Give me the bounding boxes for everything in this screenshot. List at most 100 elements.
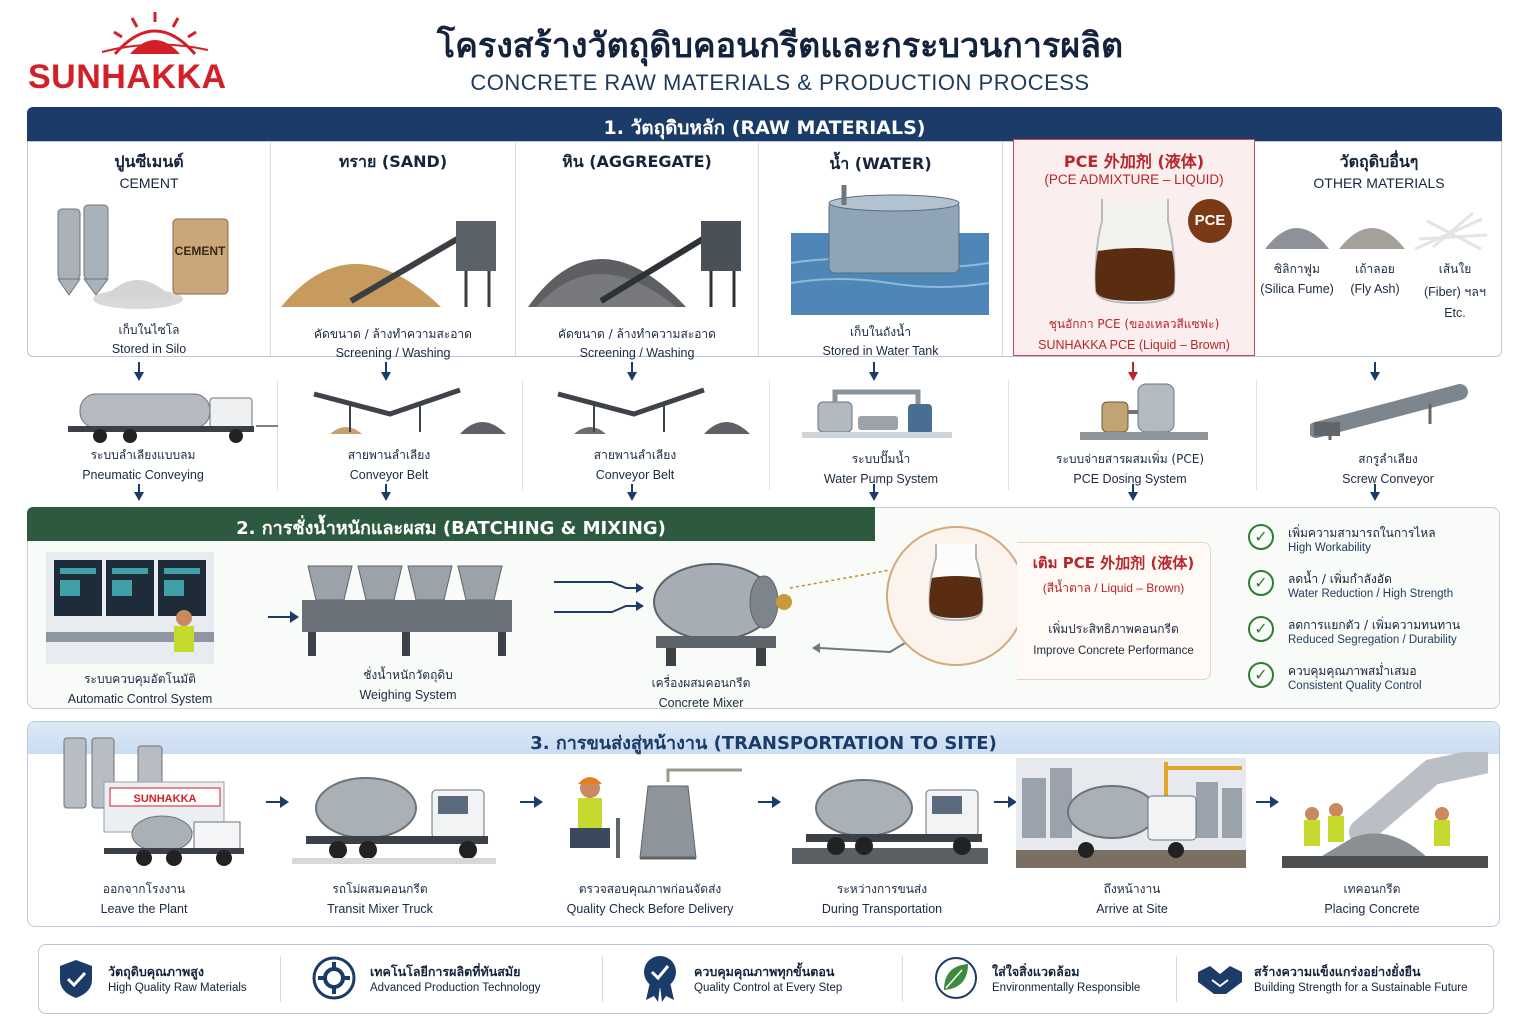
screw-conveyor-illustration (1310, 384, 1468, 440)
material-sand: ทราย (SAND) คัดขนาด / ล้างทำความสะอาด Sc… (271, 142, 516, 360)
other-name-en: (Fly Ash) (1350, 282, 1400, 296)
footer-value-title: ควบคุมคุณภาพทุกขั้นตอน (694, 964, 835, 979)
footer-value-title: วัตถุดิบคุณภาพสูง (108, 964, 204, 979)
benefit-text: ลดน้ำ / เพิ่มกำลังอัด (1288, 572, 1392, 586)
conveyor-name-en: Water Pump System (823, 472, 939, 486)
pce-dosing-illustration (1080, 383, 1208, 440)
page-title: โครงสร้างวัตถุดิบคอนกรีตและกระบวนการผลิต (436, 26, 1124, 66)
material-name-en: (PCE ADMIXTURE – LIQUID) (1044, 172, 1224, 187)
footer-values (38, 944, 1494, 1014)
step-name: รถโม่ผสมคอนกรีต (332, 882, 428, 896)
material-name: หิน (AGGREGATE) (562, 152, 712, 171)
plant-sign: SUNHAKKA (134, 793, 197, 805)
raw-materials-panel (27, 141, 1502, 357)
pce-badge: PCE (1194, 212, 1226, 229)
step-control-system: ระบบควบคุมอัตโนมัติ Automatic Control Sy… (30, 670, 250, 706)
placing-concrete-illustration (1282, 752, 1488, 868)
pce-beaker-illustration (1094, 199, 1232, 305)
conveyor-water-pump: ระบบปั๊มน้ำ Water Pump System (770, 450, 992, 486)
conveyor-name: ระบบจ่ายสารผสมเพิ่ม (PCE) (1056, 452, 1204, 466)
conveyor-belt-aggregate: สายพานลำเลียง Conveyor Belt (524, 446, 746, 482)
weighing-hoppers-illustration (302, 565, 512, 656)
leaf-icon (935, 957, 977, 999)
benefit-text-en: Water Reduction / High Strength (1288, 588, 1454, 600)
material-caption: เก็บในไซโล (118, 323, 180, 337)
conveyor-name: สายพานลำเลียง (347, 448, 431, 462)
brand-logo-text: SUNHAKKA (28, 58, 227, 96)
section2-title: 2. การชั่งน้ำหนักและผสม (BATCHING & MIXI… (27, 507, 875, 541)
benefit-item: ✓ ลดน้ำ / เพิ่มกำลังอัด Water Reduction … (1248, 568, 1498, 614)
transit-truck-illustration (792, 779, 988, 864)
conveyor-name-en: Conveyor Belt (349, 468, 429, 482)
pce-info-box: เติม PCE 外加剂 (液体) (สีน้ำตาล / Liquid – B… (1017, 542, 1211, 680)
conveyor-row: ระบบลำเลียงแบบลม Pneumatic Conveying สาย… (28, 360, 1503, 508)
benefits-list: ✓ เพิ่มความสามารถในการไหล High Workabili… (1248, 522, 1498, 706)
transport-step-transit: ระหว่างการขนส่ง During Transportation (784, 880, 980, 916)
material-caption-en: Screening / Washing (579, 346, 695, 360)
conveyor-belt-illustration (557, 387, 750, 434)
page-subtitle: CONCRETE RAW MATERIALS & PRODUCTION PROC… (470, 70, 1090, 95)
flow-arrow (280, 796, 289, 808)
benefit-item: ✓ เพิ่มความสามารถในการไหล High Workabili… (1248, 522, 1498, 568)
conveyor-name: ระบบลำเลียงแบบลม (90, 448, 196, 462)
other-fiber: เส้นใย (Fiber) ฯลฯ Etc. (1413, 260, 1497, 320)
pneumatic-truck-illustration (68, 393, 278, 443)
water-pump-illustration (802, 389, 952, 438)
section3-title: 3. การขนส่งสู่หน้างาน (TRANSPORTATION TO… (28, 722, 1499, 754)
material-name: ทราย (SAND) (338, 152, 448, 171)
footer-value-text: Building Strength for a Sustainable Futu… (1254, 982, 1468, 994)
shield-check-icon (60, 960, 92, 998)
other-name-en: (Silica Fume) (1260, 282, 1334, 296)
benefit-text: ควบคุมคุณภาพสม่ำเสมอ (1288, 664, 1417, 678)
material-other: วัตถุดิบอื่นๆ OTHER MATERIALS ซิลิกาฟูม … (1257, 142, 1501, 356)
pce-feed-line (789, 569, 910, 654)
conveyor-name: สายพานลำเลียง (593, 448, 677, 462)
benefit-item: ✓ ควบคุมคุณภาพสม่ำเสมอ Consistent Qualit… (1248, 660, 1498, 706)
transport-step-mixer-truck: รถโม่ผสมคอนกรีต Transit Mixer Truck (280, 880, 480, 916)
material-caption: เก็บในถังน้ำ (849, 325, 912, 339)
concrete-mixer-illustration (653, 563, 792, 666)
benefit-item: ✓ ลดการแยกตัว / เพิ่มความทนทาน Reduced S… (1248, 614, 1498, 660)
step-mixer: เครื่องผสมคอนกรีต Concrete Mixer (596, 674, 806, 710)
other-fly-ash: เถ้าลอย (Fly Ash) (1335, 260, 1415, 296)
other-materials-illustration (1265, 211, 1488, 251)
pce-info-text-en: Improve Concrete Performance (1033, 645, 1194, 657)
material-name-en: CEMENT (119, 175, 179, 191)
step-name: ถึงหน้างาน (1103, 882, 1161, 896)
sun-logo-icon (101, 12, 209, 55)
section1-title: 1. วัตถุดิบหลัก (RAW MATERIALS) (27, 107, 1502, 141)
step-name-en: Transit Mixer Truck (327, 902, 433, 916)
mixer-truck-illustration (292, 777, 496, 864)
flow-arrow (772, 796, 781, 808)
material-name: ปูนซีเมนต์ (114, 152, 184, 171)
footer-value-text: Quality Control at Every Step (694, 982, 843, 994)
check-icon: ✓ (1248, 616, 1274, 642)
step-name: ชั่งน้ำหนักวัตถุดิบ (363, 668, 453, 682)
material-pce-admixture: PCE 外加剂 (液体) (PCE ADMIXTURE – LIQUID) PC… (1013, 139, 1255, 356)
conveyor-screw: สกรูลำเลียง Screw Conveyor (1268, 450, 1508, 486)
step-name-en: Weighing System (359, 688, 457, 702)
transport-step-placing: เทคอนกรีต Placing Concrete (1274, 880, 1470, 916)
flow-arrow (1270, 796, 1279, 808)
step-name: ออกจากโรงงาน (102, 882, 186, 896)
transport-step-leave: ออกจากโรงงาน Leave the Plant (36, 880, 252, 916)
control-room-illustration (46, 552, 214, 664)
flow-arrow (290, 611, 299, 623)
cement-silo-illustration: CEMENT (57, 204, 229, 309)
transport-panel (27, 721, 1500, 927)
conveyor-name-en: PCE Dosing System (1073, 472, 1187, 486)
conveyor-pce-dosing: ระบบจ่ายสารผสมเพิ่ม (PCE) PCE Dosing Sys… (1010, 450, 1250, 486)
transport-step-quality: ตรวจสอบคุณภาพก่อนจัดส่ง Quality Check Be… (530, 880, 770, 916)
other-etc: Etc. (1444, 306, 1466, 320)
conveyor-pneumatic: ระบบลำเลียงแบบลม Pneumatic Conveying (28, 446, 258, 482)
material-caption-en: SUNHAKKA PCE (Liquid – Brown) (1038, 338, 1230, 352)
cement-bag-label: CEMENT (175, 244, 226, 258)
water-tank-illustration (790, 185, 990, 315)
other-name: เถ้าลอย (1355, 262, 1395, 276)
other-silica-fume: ซิลิกาฟูม (Silica Fume) (1257, 260, 1337, 296)
other-name: ซิลิกาฟูม (1274, 262, 1320, 276)
benefit-text-en: High Workability (1288, 542, 1371, 554)
step-name: ระบบควบคุมอัตโนมัติ (84, 672, 196, 686)
arrive-site-illustration (1016, 758, 1246, 868)
pce-info-title: เติม PCE 外加剂 (液体) (1032, 554, 1195, 572)
